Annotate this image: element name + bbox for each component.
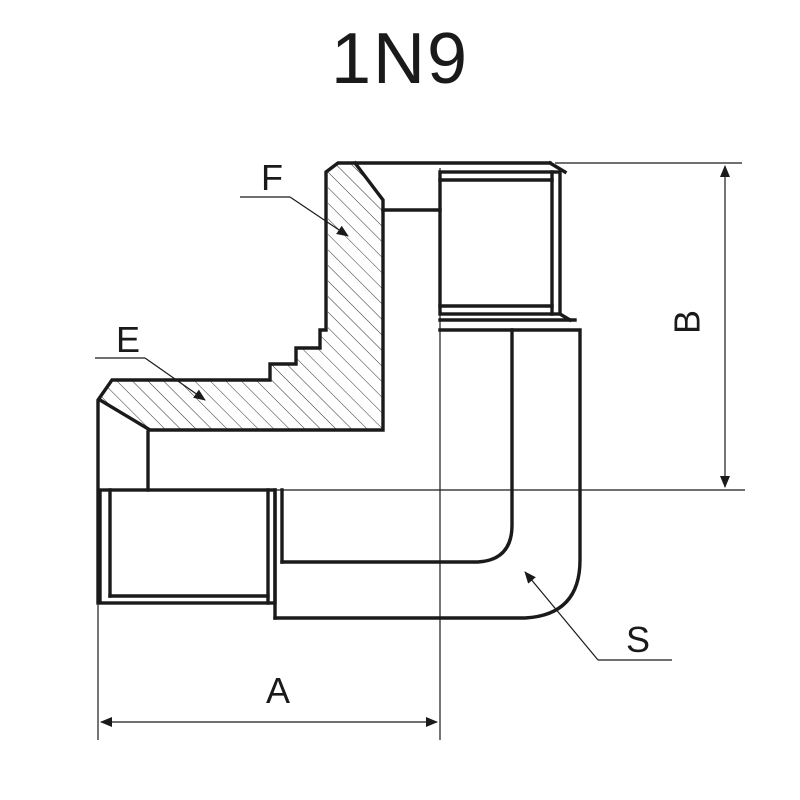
leader-f <box>289 196 349 237</box>
leader-s <box>524 571 599 661</box>
elbow-outer <box>273 328 582 620</box>
upper-thread-chamfer <box>547 160 568 175</box>
upper-thread-end <box>438 170 562 316</box>
label-b: B <box>667 310 708 334</box>
leader-e <box>144 357 206 401</box>
body-outline <box>96 161 552 605</box>
drawing-title: 1N9 <box>330 19 470 99</box>
lower-thread-end <box>98 488 277 605</box>
label-e: E <box>116 319 140 360</box>
hatched-section <box>100 163 383 430</box>
section-cut-edge <box>97 160 385 432</box>
elbow-inner <box>280 328 514 564</box>
label-a: A <box>266 670 290 711</box>
label-f: F <box>261 157 283 198</box>
label-s: S <box>626 619 650 660</box>
